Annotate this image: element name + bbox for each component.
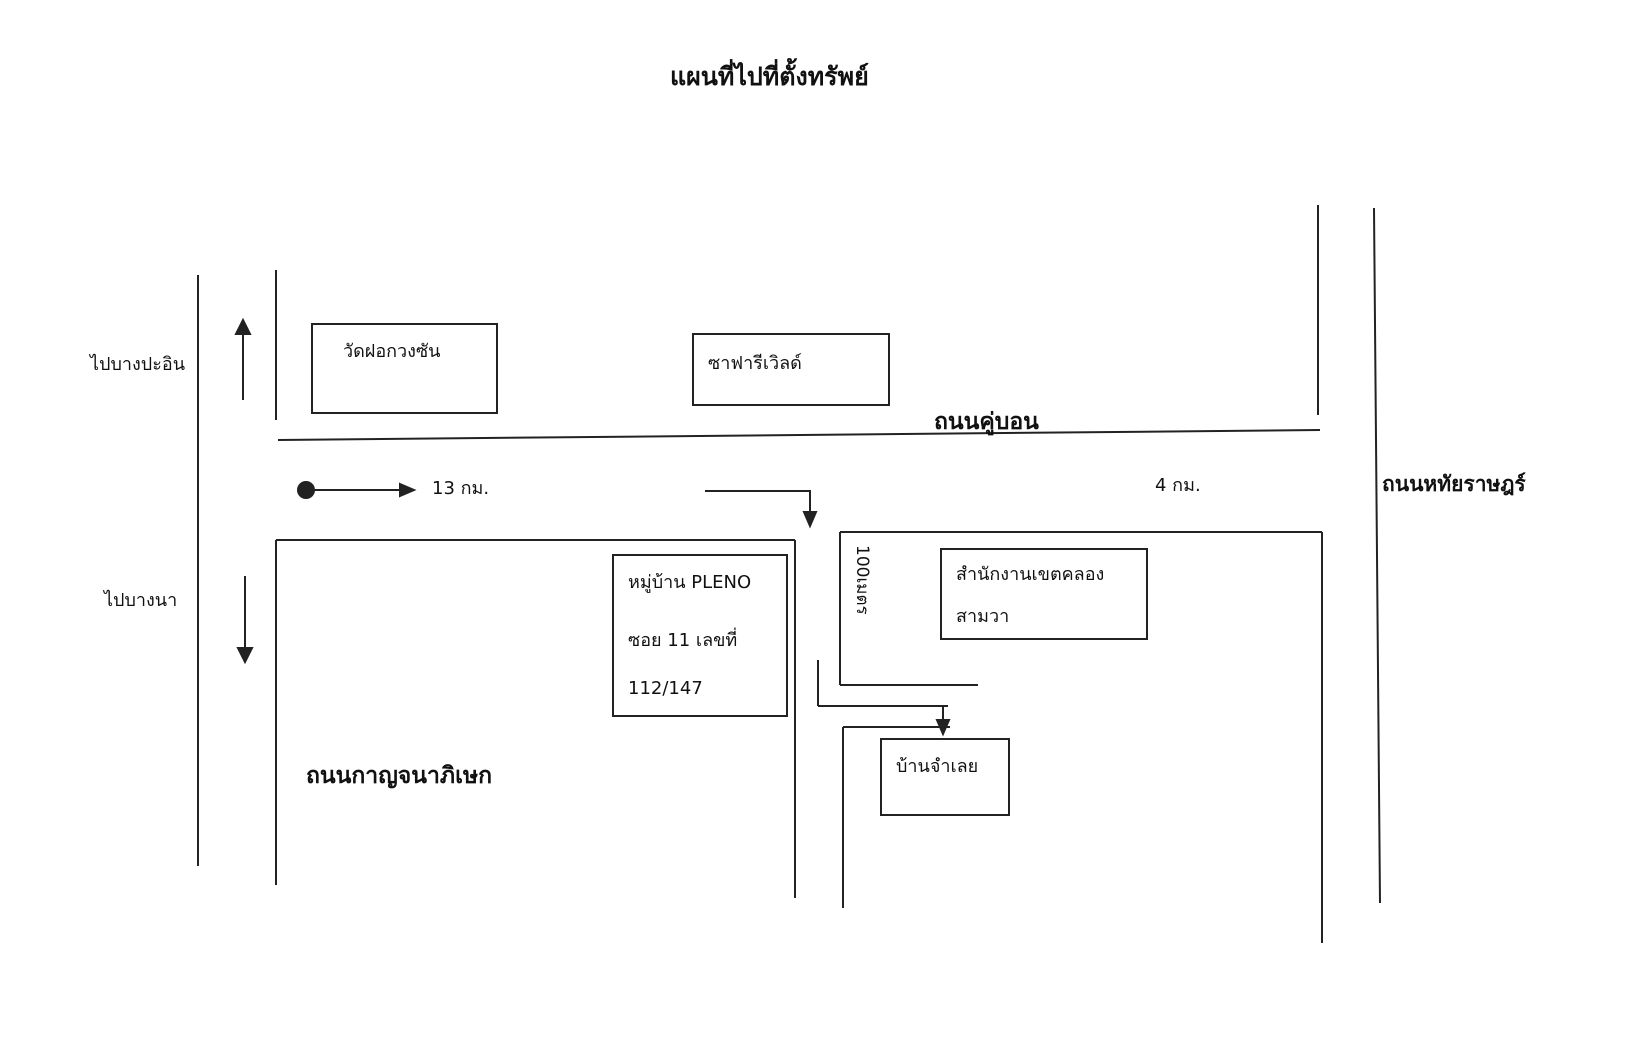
kanchanaphisek-road-label: ถนนกาญจนาภิเษก <box>306 763 493 789</box>
wat-landmark-box: วัดฝอกวงซัน <box>311 323 498 414</box>
direction-bang-na-label: ไปบางนา <box>104 590 178 611</box>
safari-landmark-box: ซาฟารีเวิลด์ <box>692 333 890 406</box>
hathai-rat-road-label: ถนนหทัยราษฎร์ <box>1382 472 1526 496</box>
wat-landmark-label: วัดฝอกวงซัน <box>343 341 441 362</box>
arrow-down-head <box>236 647 254 665</box>
distance-100m-label: 100เมตร <box>852 545 872 615</box>
target-house-box: บ้านจำเลย <box>880 738 1010 816</box>
target-house-label: บ้านจำเลย <box>896 756 979 777</box>
village-line3: 112/147 <box>628 678 703 699</box>
distance-4km-label: 4 กม. <box>1155 475 1201 496</box>
turn-arrow-head <box>802 511 818 529</box>
khu-bon-road-label: ถนนคู่บอน <box>934 409 1039 435</box>
district-office-line1: สำนักงานเขตคลอง <box>956 564 1105 585</box>
target-arrow-head <box>935 719 951 737</box>
village-line1: หมู่บ้าน PLENO <box>628 572 752 593</box>
start-arrow-head <box>399 482 417 498</box>
map-title: แผนที่ไปที่ตั้งทรัพย์ <box>670 62 869 91</box>
turn-arrow-line <box>705 490 811 514</box>
khu-bon-road-top-edge <box>277 429 1321 441</box>
hathai-rat-road-line <box>1373 207 1381 904</box>
safari-landmark-label: ซาฟารีเวิลด์ <box>708 353 802 374</box>
direction-bang-pa-in-label: ไปบางปะอิน <box>90 354 186 375</box>
village-line2: ซอย 11 เลขที่ <box>628 630 738 651</box>
distance-13km-label: 13 กม. <box>432 478 490 499</box>
village-landmark-box: หมู่บ้าน PLENO ซอย 11 เลขที่ 112/147 <box>612 554 788 717</box>
district-office-line2: สามวา <box>956 606 1010 627</box>
district-office-landmark-box: สำนักงานเขตคลอง สามวา <box>940 548 1148 640</box>
arrow-up-head <box>234 317 252 335</box>
